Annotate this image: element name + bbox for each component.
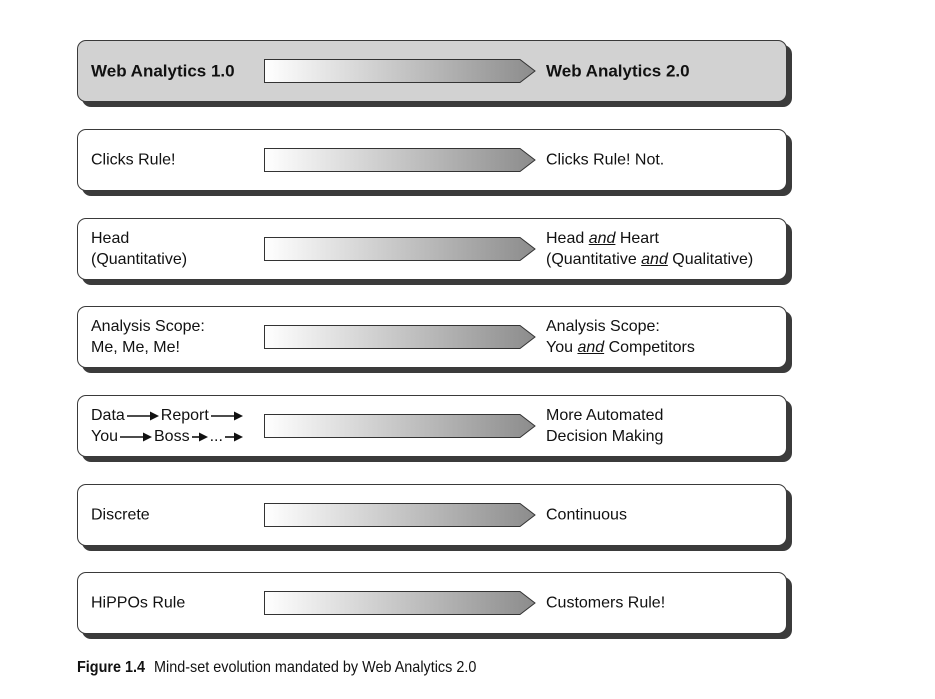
transition-arrow <box>264 59 536 83</box>
after-label: Customers Rule! <box>546 593 665 614</box>
label-text: Decision Making <box>546 428 664 445</box>
label-text: Continuous <box>546 506 627 524</box>
emphasis-text: and <box>641 251 668 268</box>
flow-line: Data Report <box>91 405 261 426</box>
transition-arrow <box>264 414 536 438</box>
after-label: Web Analytics 2.0 <box>546 61 690 82</box>
after-label-line: Head and Heart <box>546 228 753 249</box>
transition-arrow <box>264 503 536 527</box>
figure-caption: Figure 1.4 Mind-set evolution mandated by… <box>77 659 476 677</box>
flow-step: Boss <box>154 428 190 445</box>
comparison-row: Head(Quantitative)Head and Heart(Quantit… <box>77 218 787 280</box>
before-label-line: Web Analytics 1.0 <box>91 61 235 81</box>
comparison-row: Analysis Scope:Me, Me, Me!Analysis Scope… <box>77 306 787 368</box>
figure-caption-text: Mind-set evolution mandated by Web Analy… <box>154 659 477 676</box>
flow-step: Report <box>160 407 209 424</box>
emphasis-text: and <box>577 339 605 356</box>
before-label: Discrete <box>91 505 261 526</box>
label-text: Analysis Scope: <box>546 318 660 335</box>
transition-arrow <box>264 148 536 172</box>
label-text: Qualitative) <box>667 251 754 268</box>
before-label: Analysis Scope: Me, Me, Me! <box>91 316 261 358</box>
before-label-line: (Quantitative) <box>91 251 188 268</box>
before-label-line: HiPPOs Rule <box>91 594 186 612</box>
before-label-line: Analysis Scope: <box>91 318 205 335</box>
flow-arrow-icon <box>224 432 243 441</box>
after-label-line: Analysis Scope: <box>546 316 695 337</box>
before-label-line: Discrete <box>91 506 150 524</box>
flow-step: ... <box>209 428 223 445</box>
transition-arrow <box>264 591 536 615</box>
after-label-line: (Quantitative and Qualitative) <box>546 249 753 270</box>
label-text: (Quantitative <box>546 251 642 268</box>
flow-arrow-icon <box>191 432 208 441</box>
before-label: Web Analytics 1.0 <box>91 61 261 82</box>
label-text: Web Analytics 2.0 <box>546 61 690 81</box>
header-row: Web Analytics 1.0 Web Analytics 2.0 <box>77 40 787 102</box>
label-text: Head <box>546 230 589 247</box>
before-label: Head (Quantitative) <box>91 228 261 270</box>
after-label-line: Continuous <box>546 505 627 526</box>
label-text: Customers Rule! <box>546 594 666 612</box>
before-label-line: Me, Me, Me! <box>91 339 180 356</box>
after-label-line: Clicks Rule! Not. <box>546 150 664 171</box>
flow-arrow-icon <box>120 432 152 441</box>
before-label: HiPPOs Rule <box>91 593 261 614</box>
comparison-row: HiPPOs Rule Customers Rule! <box>77 572 787 634</box>
flow-step: You <box>91 428 118 445</box>
figure-number: Figure 1.4 <box>77 659 146 676</box>
after-label-line: Web Analytics 2.0 <box>546 61 690 82</box>
before-label-line: Clicks Rule! <box>91 151 176 169</box>
after-label-line: You and Competitors <box>546 337 695 358</box>
after-label-line: Customers Rule! <box>546 593 665 614</box>
after-label-line: More Automated <box>546 405 663 426</box>
transition-arrow <box>264 237 536 261</box>
before-label: Clicks Rule! <box>91 150 261 171</box>
transition-arrow <box>264 325 536 349</box>
after-label-line: Decision Making <box>546 426 663 447</box>
flow-line: You Boss... <box>91 426 261 447</box>
after-label: Clicks Rule! Not. <box>546 150 664 171</box>
flow-arrow-icon <box>126 411 159 420</box>
comparison-row: Discrete Continuous <box>77 484 787 546</box>
after-label: Head and Heart(Quantitative and Qualitat… <box>546 228 753 270</box>
comparison-row: Clicks Rule! Clicks Rule! Not. <box>77 129 787 191</box>
after-label: Analysis Scope: You and Competitors <box>546 316 695 358</box>
after-label: Continuous <box>546 505 627 526</box>
flow-arrow-icon <box>210 411 243 420</box>
flow-step: Data <box>91 407 125 424</box>
label-text: Heart <box>615 230 659 247</box>
label-text: Competitors <box>604 339 695 356</box>
label-text: More Automated <box>546 407 664 424</box>
emphasis-text: and <box>588 230 616 247</box>
label-text: You <box>546 339 578 356</box>
label-text: Clicks Rule! Not. <box>546 151 665 169</box>
before-label-line: Head <box>91 230 130 247</box>
